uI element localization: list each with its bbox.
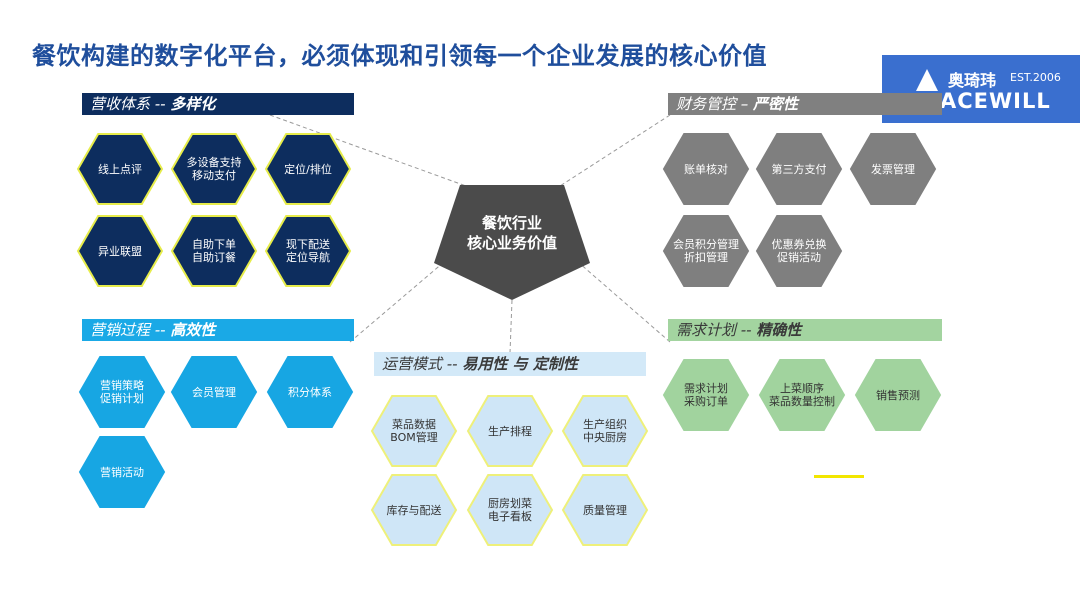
- connector-line: [577, 261, 671, 343]
- operation-hexagon-label: 厨房划菜 电子看板: [488, 497, 532, 523]
- banner-prefix: 需求计划 --: [676, 321, 757, 339]
- marketing-hexagon-label: 会员管理: [192, 385, 236, 399]
- finance-hexagon: [849, 133, 937, 205]
- banner-emphasis: 高效性: [170, 321, 216, 339]
- demand-hexagon-label: 需求计划 采购订单: [684, 382, 728, 408]
- banner-prefix: 营销过程 --: [90, 321, 171, 339]
- operation-hexagon-label: 生产组织 中央厨房: [583, 418, 627, 444]
- operation-hexagon-label: 质量管理: [583, 503, 627, 517]
- operation-hexagon: [561, 395, 649, 467]
- demand-hexagon-label: 销售预测: [876, 388, 920, 402]
- operation-hexagon: [466, 395, 554, 467]
- finance-hexagon-label: 发票管理: [871, 162, 915, 176]
- finance-hexagon-label: 第三方支付: [771, 162, 827, 176]
- banner-prefix: 财务管控 –: [676, 95, 754, 113]
- operation-hexagon: [561, 474, 649, 546]
- demand-category-banner: 需求计划 -- 精确性: [668, 319, 942, 341]
- banner-emphasis: 多样化: [170, 95, 216, 113]
- marketing-hexagon: [170, 356, 258, 428]
- finance-hexagon-label: 会员积分管理 折扣管理: [673, 238, 739, 264]
- banner-emphasis: 精确性: [756, 321, 802, 339]
- banner-emphasis: 易用性 与 定制性: [462, 355, 578, 373]
- revenue-hexagon: [264, 133, 352, 205]
- marketing-hexagon: [78, 356, 166, 428]
- operation-hexagon: [466, 474, 554, 546]
- demand-hexagon-label: 上菜顺序 菜品数量控制: [769, 382, 835, 408]
- revenue-hexagon-label: 多设备支持 移动支付: [186, 156, 242, 182]
- decorative-line: [814, 475, 864, 478]
- marketing-hexagon: [266, 356, 354, 428]
- operation-category-banner: 运营模式 -- 易用性 与 定制性: [374, 352, 646, 376]
- marketing-hexagon: [78, 436, 166, 508]
- connector-line: [509, 299, 513, 354]
- banner-prefix: 运营模式 --: [382, 355, 463, 373]
- finance-hexagon-label: 账单核对: [684, 162, 728, 176]
- connector-line: [349, 261, 445, 343]
- finance-hexagon-label: 优惠券兑换 促销活动: [771, 238, 827, 264]
- revenue-hexagon: [264, 215, 352, 287]
- operation-hexagon: [370, 474, 458, 546]
- banner-prefix: 营收体系 --: [90, 95, 171, 113]
- revenue-hexagon: [76, 133, 164, 205]
- demand-hexagon: [758, 359, 846, 431]
- demand-hexagon: [662, 359, 750, 431]
- marketing-hexagon-label: 营销策略 促销计划: [100, 379, 144, 405]
- operation-hexagon: [370, 395, 458, 467]
- finance-hexagon: [662, 215, 750, 287]
- logo-cn: 奥琦玮: [948, 71, 997, 90]
- logo-est: EST.2006: [1010, 71, 1061, 84]
- operation-hexagon-label: 菜品数据 BOM管理: [390, 418, 438, 444]
- finance-hexagon: [755, 133, 843, 205]
- revenue-hexagon-label: 现下配送 定位导航: [286, 238, 330, 264]
- demand-hexagon: [854, 359, 942, 431]
- core-value-pentagon: [434, 185, 590, 300]
- revenue-hexagon-label: 异业联盟: [98, 244, 142, 258]
- logo-mark-icon: [916, 69, 938, 91]
- operation-hexagon-label: 生产排程: [488, 424, 532, 438]
- banner-emphasis: 严密性: [753, 95, 799, 113]
- revenue-hexagon: [170, 133, 258, 205]
- finance-hexagon: [662, 133, 750, 205]
- revenue-hexagon-label: 线上点评: [98, 162, 142, 176]
- marketing-category-banner: 营销过程 -- 高效性: [82, 319, 354, 341]
- finance-category-banner: 财务管控 – 严密性: [668, 93, 942, 115]
- revenue-category-banner: 营收体系 -- 多样化: [82, 93, 354, 115]
- revenue-hexagon: [76, 215, 164, 287]
- revenue-hexagon: [170, 215, 258, 287]
- slide-title: 餐饮构建的数字化平台，必须体现和引领每一个企业发展的核心价值: [32, 42, 767, 70]
- revenue-hexagon-label: 自助下单 自助订餐: [192, 238, 236, 264]
- finance-hexagon: [755, 215, 843, 287]
- connector-line: [559, 114, 671, 187]
- operation-hexagon-label: 库存与配送: [386, 503, 442, 517]
- logo-en: ACEWILL: [940, 89, 1051, 113]
- marketing-hexagon-label: 营销活动: [100, 465, 144, 479]
- marketing-hexagon-label: 积分体系: [288, 385, 332, 399]
- revenue-hexagon-label: 定位/排位: [284, 162, 332, 176]
- core-value-label: 餐饮行业 核心业务价值: [466, 214, 557, 252]
